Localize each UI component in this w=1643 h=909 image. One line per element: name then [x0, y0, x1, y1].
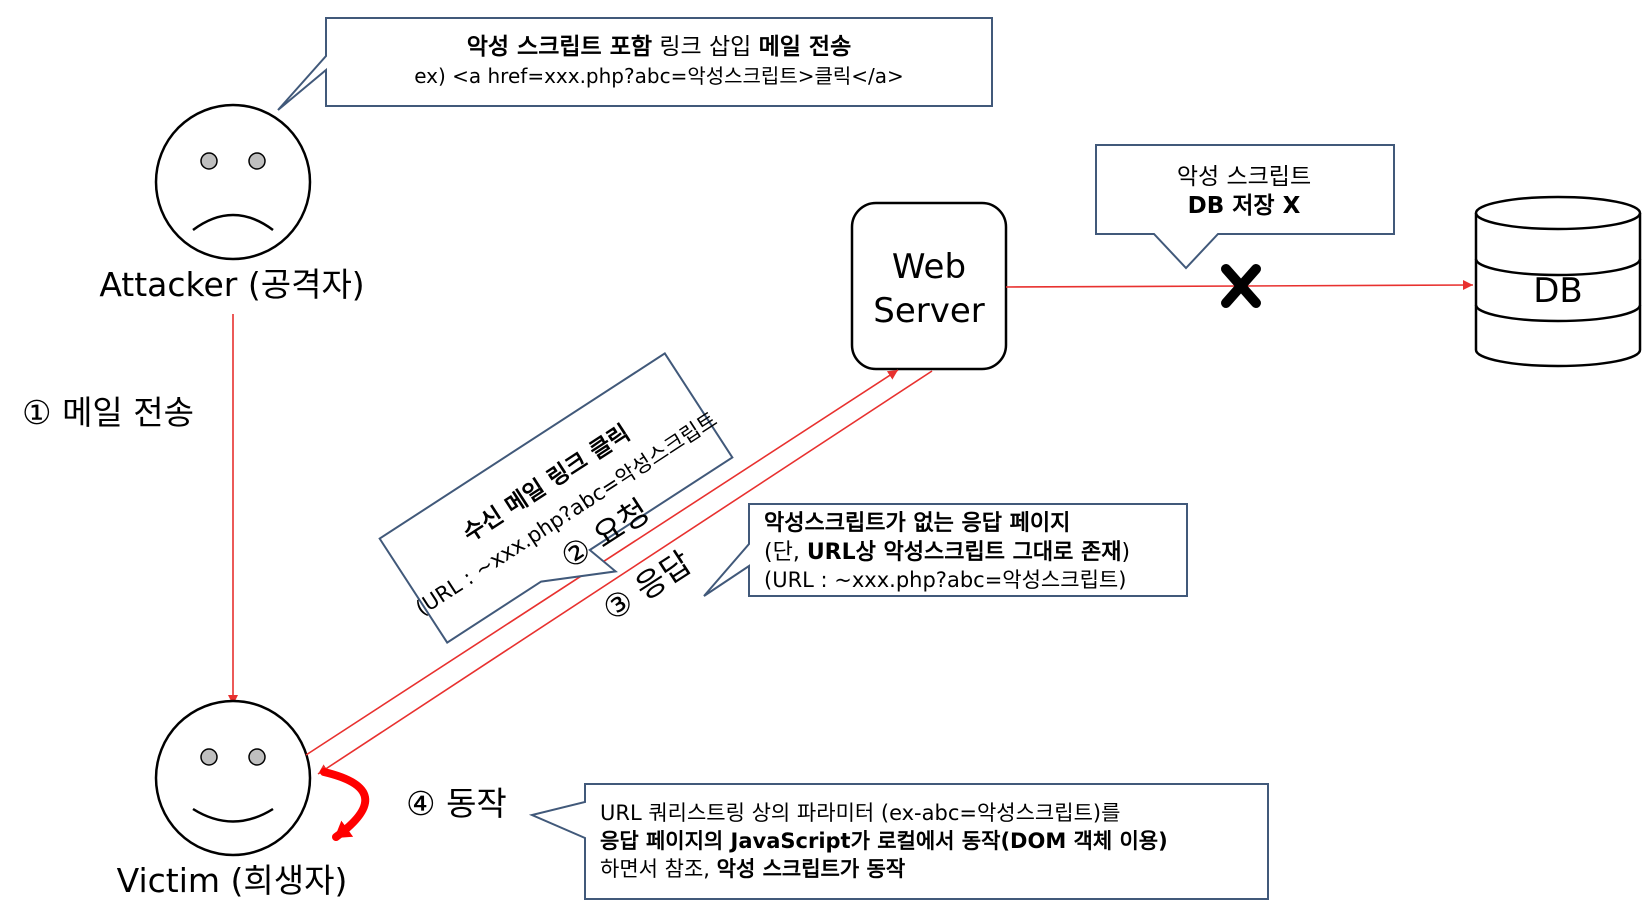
- svg-text:하면서 참조, 악성 스크립트가 동작: 하면서 참조, 악성 스크립트가 동작: [600, 857, 905, 881]
- action-callout-line2: 응답 페이지의 JavaScript가 로컬에서 동작(DOM 객체 이용): [600, 829, 1168, 853]
- db-label: DB: [1533, 271, 1583, 311]
- step1-label: ① 메일 전송: [22, 393, 194, 432]
- attacker-callout-bold1: 악성 스크립트 포함: [467, 34, 652, 60]
- action-callout: URL 쿼리스트링 상의 파라미터 (ex-abc=악성스크립트)를 응답 페이…: [528, 783, 1269, 900]
- action-callout-line3-bold: 악성 스크립트가 동작: [717, 857, 906, 881]
- response-callout-line2-c: ): [1122, 540, 1131, 565]
- action-callout-line1: URL 쿼리스트링 상의 파라미터 (ex-abc=악성스크립트)를: [600, 801, 1120, 825]
- victim-label: Victim (희생자): [117, 861, 348, 900]
- svg-text:악성 스크립트 포함 링크 삽입 메일 전송: 악성 스크립트 포함 링크 삽입 메일 전송: [467, 34, 852, 60]
- link-callout: 수신 메일 링크 클릭 (URL : ~xxx.php?abc=악성스크립트: [378, 352, 734, 644]
- action-callout-line3-a: 하면서 참조,: [600, 857, 717, 881]
- attacker-callout: 악성 스크립트 포함 링크 삽입 메일 전송 ex) <a href=xxx.p…: [277, 17, 993, 111]
- web-server-box: Web Server: [850, 201, 1008, 371]
- attacker-face-icon: [154, 103, 312, 261]
- response-callout-line2-a: (단,: [764, 540, 807, 565]
- step4-label: ④ 동작: [406, 784, 507, 823]
- db-callout-line1: 악성 스크립트: [1177, 164, 1311, 190]
- response-callout: 악성스크립트가 없는 응답 페이지 (단, URL상 악성스크립트 그대로 존재…: [703, 503, 1188, 597]
- web-server-label-line2: Server: [873, 291, 985, 331]
- attacker-label: Attacker (공격자): [99, 265, 364, 304]
- step4-action-arrow: [320, 768, 370, 841]
- step3-response-arrow: [317, 370, 933, 775]
- svg-text:(단, URL상 악성스크립트 그대로 존재): (단, URL상 악성스크립트 그대로 존재): [764, 540, 1130, 565]
- victim-face-icon: [154, 699, 312, 857]
- response-callout-line2-bold: URL상 악성스크립트 그대로 존재: [807, 540, 1122, 565]
- db-callout-line2: DB 저장 X: [1188, 193, 1301, 219]
- response-callout-line3: (URL : ~xxx.php?abc=악성스크립트): [764, 568, 1126, 592]
- blocked-x-icon: [1221, 264, 1261, 308]
- attacker-callout-normal1: 링크 삽입: [652, 34, 759, 60]
- database-icon: DB: [1474, 195, 1642, 368]
- web-server-label-line1: Web: [892, 247, 966, 287]
- db-callout: 악성 스크립트 DB 저장 X: [1095, 144, 1395, 270]
- attacker-callout-bold2: 메일 전송: [759, 34, 852, 60]
- attacker-callout-example: ex) <a href=xxx.php?abc=악성스크립트>클릭</a>: [414, 64, 904, 88]
- response-callout-line1: 악성스크립트가 없는 응답 페이지: [764, 511, 1070, 536]
